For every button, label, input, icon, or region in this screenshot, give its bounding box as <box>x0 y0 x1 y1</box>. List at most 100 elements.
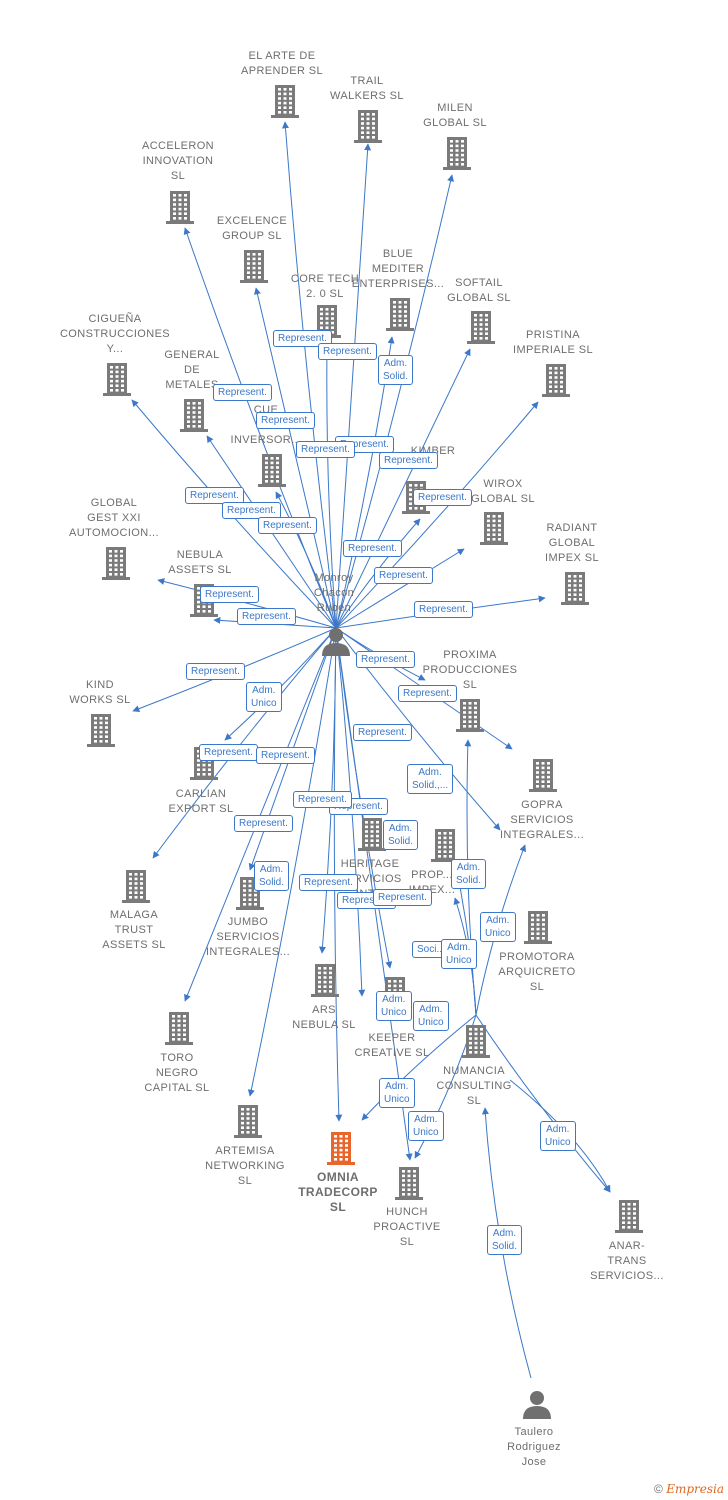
person-icon[interactable] <box>523 1391 551 1419</box>
node-label-hunch[interactable]: HUNCH PROACTIVE SL <box>373 1206 441 1248</box>
node-label-gopra[interactable]: GOPRA SERVICIOS INTEGRALES... <box>499 799 585 841</box>
building-icon[interactable] <box>431 829 459 862</box>
node-label-promotora[interactable]: PROMOTORA ARQUICRETO SL <box>498 951 576 993</box>
edge-label[interactable]: Adm. Solid. <box>254 861 290 891</box>
building-icon[interactable] <box>258 454 286 487</box>
building-icon[interactable] <box>327 1132 355 1165</box>
building-icon[interactable] <box>467 311 495 344</box>
edge-label[interactable]: Represent. <box>273 330 332 347</box>
node-label-keeper[interactable]: KEEPER CREATIVE SL <box>354 1032 430 1059</box>
building-icon[interactable] <box>180 399 208 432</box>
node-label-jumbo[interactable]: JUMBO SERVICIOS INTEGRALES... <box>205 916 291 958</box>
building-icon[interactable] <box>234 1105 262 1138</box>
edge-label[interactable]: Represent. <box>256 412 315 429</box>
node-label-global[interactable]: GLOBAL GEST XXI AUTOMOCION... <box>69 497 159 539</box>
node-label-proxima[interactable]: PROXIMA PRODUCCIONES SL <box>422 649 518 691</box>
edge-label[interactable]: Represent. <box>258 517 317 534</box>
edge-label[interactable]: Adm. Solid. <box>383 820 419 850</box>
edge-label[interactable]: Represent. <box>353 724 412 741</box>
building-icon[interactable] <box>103 363 131 396</box>
node-label-artemisa[interactable]: ARTEMISA NETWORKING SL <box>205 1145 285 1187</box>
node-label-softail[interactable]: SOFTAIL GLOBAL SL <box>447 277 511 304</box>
edge-label[interactable]: Represent. <box>185 487 244 504</box>
building-icon[interactable] <box>240 250 268 283</box>
edge-label[interactable]: Represent. <box>213 384 272 401</box>
edge-label[interactable]: Represent. <box>379 452 438 469</box>
building-icon[interactable] <box>456 699 484 732</box>
building-icon[interactable] <box>480 512 508 545</box>
edge-label[interactable]: Represent. <box>293 791 352 808</box>
node-label-numancia[interactable]: NUMANCIA CONSULTING SL <box>436 1065 512 1107</box>
node-label-kind[interactable]: KIND WORKS SL <box>69 679 131 706</box>
edge-label[interactable]: Represent. <box>373 889 432 906</box>
building-icon[interactable] <box>561 572 589 605</box>
node-label-ars[interactable]: ARS NEBULA SL <box>292 1004 356 1031</box>
building-icon[interactable] <box>529 759 557 792</box>
edge-label[interactable]: Represent. <box>398 685 457 702</box>
building-icon[interactable] <box>462 1025 490 1058</box>
building-icon[interactable] <box>395 1167 423 1200</box>
node-label-blue[interactable]: BLUE MEDITER ENTERPRISES... <box>351 248 445 290</box>
building-icon[interactable] <box>615 1200 643 1233</box>
node-label-acceleron[interactable]: ACCELERON INNOVATION SL <box>141 140 215 182</box>
node-label-anar[interactable]: ANAR- TRANS SERVICIOS... <box>590 1240 664 1282</box>
building-icon[interactable] <box>542 364 570 397</box>
edge-label[interactable]: Represent. <box>413 489 472 506</box>
building-icon[interactable] <box>443 137 471 170</box>
edge-label[interactable]: Adm. Unico <box>480 912 516 942</box>
edge-label[interactable]: Adm. Unico <box>379 1078 415 1108</box>
building-icon[interactable] <box>122 870 150 903</box>
node-label-arte[interactable]: EL ARTE DE APRENDER SL <box>240 50 324 77</box>
edge-label[interactable]: Represent. <box>237 608 296 625</box>
edge-label[interactable]: Adm. Solid. <box>378 355 414 385</box>
building-icon[interactable] <box>311 964 339 997</box>
node-label-carlian[interactable]: CARLIAN EXPORT SL <box>168 788 234 815</box>
node-label-trail[interactable]: TRAIL WALKERS SL <box>330 75 404 102</box>
node-label-omnia[interactable]: OMNIA TRADECORP SL <box>298 1170 378 1214</box>
node-label-ciguena[interactable]: CIGUEÑA CONSTRUCCIONES Y... <box>59 313 171 355</box>
edge-label[interactable]: Represent. <box>199 744 258 761</box>
building-icon[interactable] <box>354 110 382 143</box>
node-label-pristina[interactable]: PRISTINA IMPERIALE SL <box>513 329 593 356</box>
building-icon[interactable] <box>271 85 299 118</box>
edge-label[interactable]: Represent. <box>299 874 358 891</box>
building-icon[interactable] <box>102 547 130 580</box>
edge-label[interactable]: Represent. <box>200 586 259 603</box>
node-label-general[interactable]: GENERAL DE METALES <box>164 349 220 391</box>
edge-label[interactable]: Represent. <box>234 815 293 832</box>
edge-label[interactable]: Adm. Unico <box>441 939 477 969</box>
building-icon[interactable] <box>524 911 552 944</box>
brand-logo[interactable]: Empresia <box>666 1482 724 1496</box>
edge-label[interactable]: Adm. Unico <box>246 682 282 712</box>
edge-label[interactable]: Represent. <box>296 441 355 458</box>
edge-label[interactable]: Adm. Solid.,... <box>407 764 454 794</box>
edge-label[interactable]: Represent. <box>356 651 415 668</box>
node-label-malaga[interactable]: MALAGA TRUST ASSETS SL <box>102 909 166 951</box>
node-label-coretech[interactable]: CORE TECH 2. 0 SL <box>290 273 360 300</box>
node-label-excelence[interactable]: EXCELENCE GROUP SL <box>216 215 288 242</box>
edge-label[interactable]: Represent. <box>222 502 281 519</box>
edge-label[interactable]: Represent. <box>318 343 377 360</box>
building-icon[interactable] <box>166 191 194 224</box>
edge-label[interactable]: Adm. Unico <box>408 1111 444 1141</box>
node-label-milen[interactable]: MILEN GLOBAL SL <box>423 102 487 129</box>
edge-label[interactable]: Adm. Solid. <box>487 1225 523 1255</box>
edge-label[interactable]: Adm. Unico <box>540 1121 576 1151</box>
node-label-nebula[interactable]: NEBULA ASSETS SL <box>168 549 232 576</box>
node-label-radiant[interactable]: RADIANT GLOBAL IMPEX SL <box>545 522 599 564</box>
node-label-taulero[interactable]: Taulero Rodriguez Jose <box>507 1426 561 1468</box>
node-label-monroy[interactable]: Monroy Chacon Ruben <box>313 572 355 614</box>
edge-label[interactable]: Represent. <box>374 567 433 584</box>
edge-label[interactable]: Represent. <box>343 540 402 557</box>
edge-label[interactable]: Adm. Solid. <box>451 859 487 889</box>
node-label-wirox[interactable]: WIROX GLOBAL SL <box>471 478 535 505</box>
edge-label[interactable]: Represent. <box>256 747 315 764</box>
edge-label[interactable]: Represent. <box>186 663 245 680</box>
node-label-toro[interactable]: TORO NEGRO CAPITAL SL <box>144 1052 210 1094</box>
building-icon[interactable] <box>165 1012 193 1045</box>
building-icon[interactable] <box>87 714 115 747</box>
person-icon[interactable] <box>322 628 350 656</box>
building-icon[interactable] <box>386 298 414 331</box>
edge-label[interactable]: Adm. Unico <box>376 991 412 1021</box>
edge-label[interactable]: Represent. <box>414 601 473 618</box>
